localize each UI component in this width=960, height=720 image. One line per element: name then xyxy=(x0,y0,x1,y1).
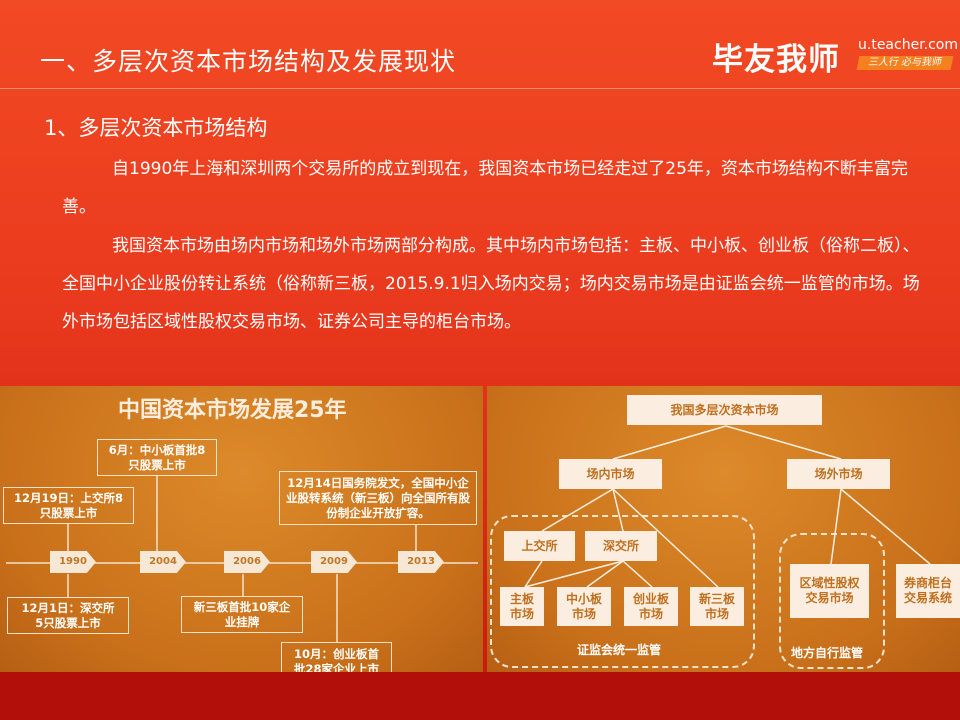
timeline-title: 中国资本市场发展25年 xyxy=(118,398,347,423)
logo-name: 毕友我师 xyxy=(712,42,840,78)
event-box: 6月：中小板首批8只股票上市 xyxy=(97,439,217,476)
node-board: 主板市场 xyxy=(500,587,544,626)
node-broker: 券商柜台交易系统 xyxy=(896,564,960,618)
section-title: 1、多层次资本市场结构 xyxy=(44,116,268,140)
structure-lines xyxy=(524,425,931,588)
event-box: 12月1日：深交所5只股票上市 xyxy=(7,597,129,634)
node-onexchange: 场内市场 xyxy=(559,459,662,489)
year-tag: 2004 xyxy=(140,551,186,573)
slide-title: 一、多层次资本市场结构及发展现状 xyxy=(40,47,457,76)
node-regional: 区域性股权交易市场 xyxy=(790,564,869,618)
paragraph-2: 我国资本市场由场内市场和场外市场两部分构成。其中场内市场包括：主板、中小板、创业… xyxy=(62,236,920,332)
node-szse: 深交所 xyxy=(585,531,657,561)
node-sse: 上交所 xyxy=(504,531,575,561)
footer-band xyxy=(0,672,960,720)
local-label: 地方自行监管 xyxy=(791,646,864,660)
logo-slogan: 三人行 必与我师 xyxy=(856,56,954,70)
node-otc: 场外市场 xyxy=(787,459,890,489)
node-board: 新三板市场 xyxy=(690,587,744,626)
year-tag: 2013 xyxy=(398,551,444,573)
csrc-group xyxy=(490,515,755,668)
timeline-image: 中国资本市场发展25年 1990 2004 2006 2009 2013 6月：… xyxy=(0,386,483,672)
node-root: 我国多层次资本市场 xyxy=(627,395,822,425)
structure-diagram: 我国多层次资本市场 场内市场 场外市场 上交所 深交所 主板市场 中小板市场 创… xyxy=(487,386,960,672)
event-box: 12月19日：上交所8只股票上市 xyxy=(3,487,134,524)
year-tag: 1990 xyxy=(50,551,96,573)
event-box: 新三板首批10家企业挂牌 xyxy=(181,596,303,633)
year-tag: 2006 xyxy=(224,551,270,573)
logo-url: u.teacher.com xyxy=(858,37,959,53)
event-box: 10月：创业板首批28家企业上市 xyxy=(281,642,392,672)
year-tag: 2009 xyxy=(311,551,357,573)
node-board: 创业板市场 xyxy=(624,587,678,626)
event-box: 12月14日国务院发文，全国中小企业股转系统（新三板）向全国所有股份制企业开放扩… xyxy=(279,471,477,525)
header-divider xyxy=(0,88,960,89)
paragraph-1: 自1990年上海和深圳两个交易所的成立到现在，我国资本市场已经走过了25年，资本… xyxy=(62,159,908,217)
node-board: 中小板市场 xyxy=(557,587,611,626)
csrc-label: 证监会统一监管 xyxy=(577,643,662,657)
local-group xyxy=(779,533,885,669)
